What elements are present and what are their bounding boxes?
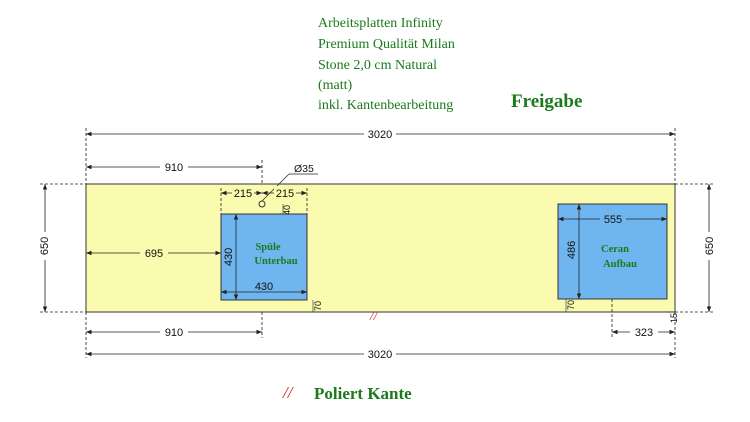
svg-text:323: 323: [635, 327, 653, 339]
dim-tap-from-edge: 40: [282, 204, 292, 215]
dim-depth-right: 650: [700, 184, 718, 312]
svg-text:3020: 3020: [368, 129, 392, 141]
svg-text:486: 486: [566, 241, 578, 259]
edge-legend: // Poliert Kante: [282, 383, 412, 403]
dim-cooktop-front-gap: 70: [565, 299, 576, 312]
product-line-5: inkl. Kantenbearbeitung: [318, 98, 453, 113]
dim-sink-left-offset: 695: [86, 246, 221, 260]
dim-sink-offset-bottom: 910: [86, 325, 262, 339]
dim-sink-width: 430: [221, 280, 307, 295]
dim-cooktop-depth: 486: [566, 204, 582, 299]
dim-total-top: 3020: [86, 127, 675, 141]
svg-text:70: 70: [313, 301, 323, 311]
svg-text:15: 15: [669, 313, 679, 323]
dim-cooktop-width: 555: [558, 212, 667, 226]
tap-diameter-label: Ø35: [294, 163, 314, 175]
dim-sink-offset-top: 910: [86, 160, 262, 174]
svg-text:430: 430: [255, 281, 273, 293]
dim-right-edge-gap: 15: [667, 311, 679, 323]
dim-sink-front-gap: 70: [312, 300, 323, 312]
svg-text:555: 555: [604, 214, 622, 226]
svg-text:910: 910: [165, 327, 183, 339]
cooktop-label-1: Ceran: [601, 244, 629, 255]
dim-tap-right: 215: [262, 186, 307, 200]
sink-label-2: Unterbau: [254, 256, 297, 267]
dim-sink-depth: 430: [223, 214, 239, 300]
svg-text:430: 430: [223, 248, 235, 266]
svg-text:650: 650: [39, 237, 51, 255]
sink-label-1: Spüle: [255, 242, 280, 253]
product-line-2: Premium Qualität Milan: [318, 37, 455, 52]
product-line-4: (matt): [318, 78, 353, 93]
product-line-1: Arbeitsplatten Infinity: [318, 16, 443, 31]
dim-cooktop-right-offset: 323: [612, 325, 675, 339]
legend-marker: //: [282, 383, 295, 402]
cooktop-label-2: Aufbau: [603, 259, 637, 270]
svg-text:3020: 3020: [368, 349, 392, 361]
product-line-3: Stone 2,0 cm Natural: [318, 58, 437, 73]
svg-text:215: 215: [234, 188, 252, 200]
dim-depth-left: 650: [36, 184, 54, 312]
svg-text:70: 70: [566, 300, 576, 310]
legend-label: Poliert Kante: [314, 384, 412, 403]
svg-text:40: 40: [282, 205, 292, 215]
dim-tap-left: 215: [221, 186, 262, 200]
polished-edge-marker: //: [369, 308, 379, 323]
svg-text:215: 215: [276, 188, 294, 200]
svg-text:650: 650: [704, 237, 716, 255]
svg-text:910: 910: [165, 162, 183, 174]
svg-text:695: 695: [145, 248, 163, 260]
approval-status: Freigabe: [511, 91, 582, 112]
product-description: Arbeitsplatten Infinity Premium Qualität…: [318, 16, 455, 113]
dim-total-bottom: 3020: [86, 347, 675, 361]
